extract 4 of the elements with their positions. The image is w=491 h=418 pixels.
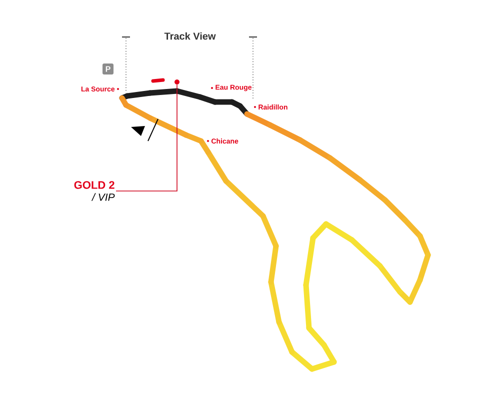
title: Track View [164, 32, 216, 40]
parking-sign: P [102, 64, 114, 74]
stand-label: GOLD 2 / VIP [74, 181, 115, 201]
leader-line [116, 84, 178, 192]
